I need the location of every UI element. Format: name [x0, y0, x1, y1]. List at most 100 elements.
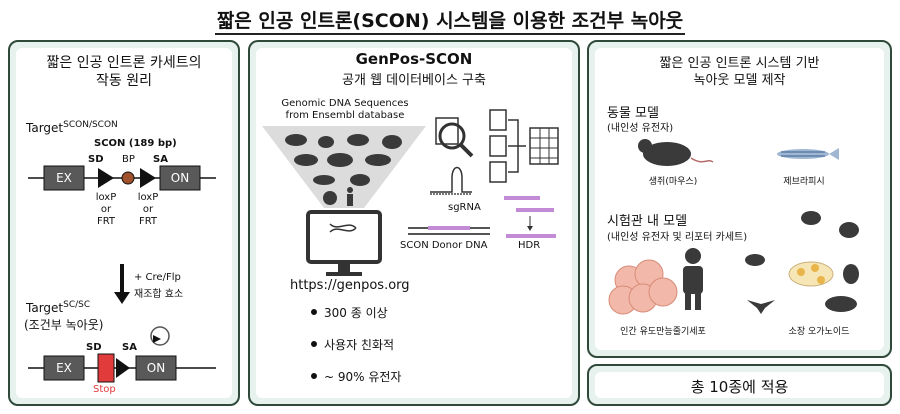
genpos-url[interactable]: https://genpos.org	[290, 278, 410, 293]
models-illustration	[608, 139, 859, 315]
scon-size-label: SCON (189 bp)	[94, 138, 177, 149]
merge-arrows	[508, 119, 526, 173]
donor-insert	[428, 226, 470, 230]
stop-box	[97, 353, 115, 383]
animal-model-title: 동물 모델	[607, 106, 659, 121]
human-head-icon	[685, 248, 701, 264]
loxp-triangle-2	[140, 168, 156, 188]
principle-heading-1: 짧은 인공 인트론 카세트의	[46, 55, 202, 71]
target-scon-sup: SCON/SCON	[63, 120, 118, 130]
sd-label: SD	[88, 154, 104, 165]
mouse-label: 생쥐(마우스)	[648, 177, 698, 187]
file-icon-2	[489, 135, 507, 157]
models-heading-2: 녹아웃 모델 제작	[693, 73, 786, 88]
organoid-label: 소장 오가노이드	[788, 327, 850, 337]
loxp-label-1: loxP	[95, 192, 117, 203]
zebrafish-stripes-icon	[781, 151, 825, 157]
stem-cell-label: 인간 유도만능줄기세포	[620, 327, 706, 337]
fish-icon-2	[347, 134, 369, 146]
exon-box-4	[135, 355, 177, 381]
target-sc-sup: SC/SC	[63, 300, 91, 310]
target-sc-base: Target	[26, 301, 64, 315]
human-body-icon	[347, 194, 353, 206]
organoid-icon-3	[817, 276, 825, 284]
panel-database: GenPos-SCON 공개 웹 데이터베이스 구축 Genomic DNA S…	[248, 40, 580, 406]
zebrafish-label: 제브라피시	[783, 177, 825, 187]
sa-label-2: SA	[122, 342, 137, 353]
summary-box-body	[595, 372, 884, 398]
magnifier-handle	[458, 142, 474, 158]
source-line-2: from Ensembl database	[285, 110, 405, 121]
pig-icon	[350, 174, 370, 186]
target-scon-label: TargetSCON/SCON	[26, 120, 118, 135]
genpos-heading: GenPos-SCON	[355, 50, 473, 68]
stop-label: Stop	[93, 384, 116, 395]
or-label-2: or	[142, 204, 154, 215]
frt-label-1: FRT	[96, 216, 116, 227]
page-title: 짧은 인공 인트론(SCON) 시스템을 이용한 조건부 녹아웃	[216, 10, 684, 32]
human-leg-icon-1	[685, 292, 691, 310]
exon-label-ex: EX	[56, 171, 72, 185]
bullet-dot-2	[311, 341, 317, 347]
chicken-icon-2	[382, 135, 402, 149]
species-silhouettes	[285, 134, 402, 206]
bullet-gene-coverage: ~ 90% 유전자	[324, 370, 402, 384]
bat-icon	[313, 175, 335, 185]
mouse-small-icon	[801, 211, 821, 225]
human-body-icon	[683, 266, 703, 294]
or-label-1: or	[100, 204, 112, 215]
ko-label: (조건부 녹아웃)	[24, 318, 104, 332]
in-vitro-sub: (내인성 유전자 및 리포터 카세트)	[607, 232, 748, 243]
recombinase-label: 재조합 효소	[134, 289, 184, 300]
petri-dish-icon	[788, 261, 834, 287]
exon-box-3	[43, 355, 85, 381]
bullet-species: 300 종 이상	[324, 306, 388, 320]
excised-circle	[150, 326, 170, 346]
file-icon-3	[489, 161, 507, 183]
database-pipeline-diagram	[262, 109, 559, 379]
zebrafish-icon	[777, 149, 829, 159]
monitor-base	[326, 272, 362, 276]
table-icon	[529, 127, 559, 165]
excised-loxp-icon	[153, 335, 161, 343]
bullet-user-friendly: 사용자 친화적	[324, 338, 395, 352]
stem-cell-cluster-icon	[608, 259, 678, 315]
bat-icon	[747, 300, 775, 314]
chicken-icon	[839, 222, 859, 238]
mouse-icon	[643, 142, 691, 166]
organoid-icon-1	[797, 268, 805, 276]
sa-label: SA	[153, 154, 168, 165]
scon-cassette-diagram	[28, 165, 216, 383]
target-sc-label: TargetSC/SC	[26, 300, 90, 315]
summary-box: 총 10종에 적용	[587, 364, 892, 406]
bullet-dot-1	[311, 309, 317, 315]
mouse-head-icon	[638, 139, 652, 153]
models-heading-1: 짧은 인공 인트론 시스템 기반	[659, 56, 820, 71]
hdr-arrowhead	[527, 226, 533, 231]
file-stack-icon	[489, 109, 507, 183]
organoid-icon-2	[811, 264, 819, 272]
pig-icon	[825, 296, 857, 312]
exon-label-on-2: ON	[146, 361, 166, 375]
panel-principle: 짧은 인공 인트론 카세트의 작동 원리 TargetSCON/SCON SCO…	[8, 40, 240, 406]
sgrna-hairpin	[430, 166, 472, 193]
exon-box-2	[159, 165, 201, 191]
fish-icon	[285, 134, 307, 146]
rat-icon	[745, 254, 765, 266]
cre-flp-label: + Cre/Flp	[134, 272, 181, 283]
genpos-subheading: 공개 웹 데이터베이스 구축	[342, 73, 486, 88]
human-leg-icon-2	[695, 292, 701, 310]
source-line-1: Genomic DNA Sequences	[281, 98, 409, 109]
cell-icon-5	[648, 277, 678, 307]
monkey-icon	[323, 191, 337, 205]
animal-model-sub: (내인성 유전자)	[607, 123, 674, 134]
sd-label-2: SD	[86, 342, 102, 353]
principle-heading-2: 작동 원리	[96, 73, 152, 89]
zebrafish-tail-icon	[829, 148, 839, 160]
bp-circle	[121, 171, 135, 185]
target-scon-base: Target	[26, 121, 64, 135]
human-head-icon	[347, 187, 353, 193]
file-icon-1	[489, 109, 507, 131]
monitor-stand	[338, 264, 350, 272]
exon-label-ex-2: EX	[56, 361, 72, 375]
